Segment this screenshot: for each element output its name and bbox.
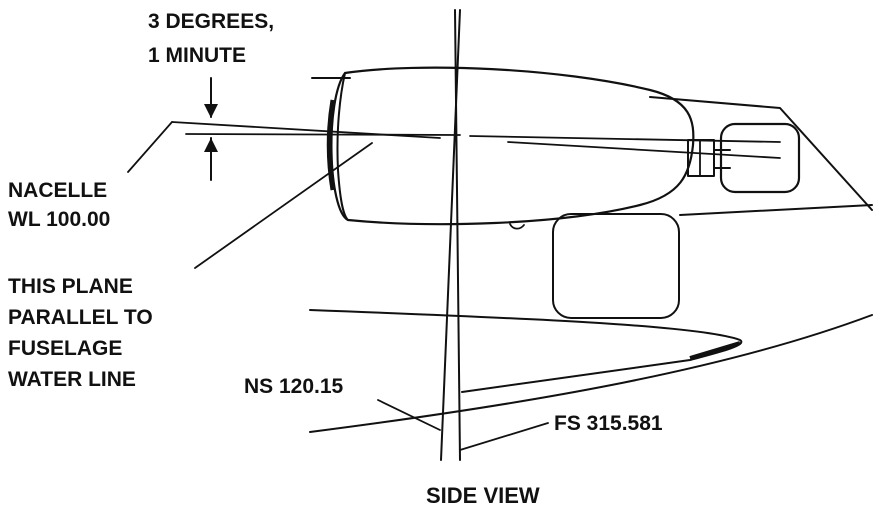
labels: 3 DEGREES, 1 MINUTE NACELLE WL 100.00 TH…: [8, 10, 663, 508]
wing-fairing-curve: [309, 309, 743, 393]
exhaust-assembly: [687, 122, 801, 194]
plane-label-line1: THIS PLANE: [8, 275, 133, 298]
fs-station-line-b: [454, 9, 461, 461]
wing-bottom-line: [309, 314, 873, 433]
arrow-up-icon: [204, 138, 218, 152]
wing-lower-edge-line: [679, 204, 873, 216]
nacelle-centerline: [171, 121, 781, 159]
fairing-tip-thick: [689, 341, 741, 360]
nacelle-outline: [330, 66, 695, 226]
ns-station-label: NS 120.15: [244, 375, 344, 398]
view-title: SIDE VIEW: [426, 483, 540, 508]
angle-label-line2: 1 MINUTE: [148, 44, 246, 67]
intake-lip: [336, 72, 349, 221]
water-line-right: [469, 135, 781, 143]
plane-label-line2: PARALLEL TO: [8, 306, 153, 329]
leader-lines: [127, 121, 549, 451]
plane-label-line3: FUSELAGE: [8, 337, 122, 360]
plane-leader: [194, 142, 373, 269]
water-line-reference: [185, 133, 461, 136]
pylon-box: [552, 213, 680, 319]
angle-dimension: [204, 77, 218, 181]
drain-bump: [509, 223, 525, 230]
nacelle-label-line2: WL 100.00: [8, 208, 110, 231]
ns-leader: [377, 399, 441, 431]
angle-label-line1: 3 DEGREES,: [148, 10, 274, 33]
plane-label-line4: WATER LINE: [8, 368, 136, 391]
centerline-right-segment: [507, 141, 781, 159]
fs-leader: [459, 422, 549, 451]
nacelle-body: [326, 66, 695, 230]
arrow-down-icon: [204, 104, 218, 118]
wing-structure: [309, 77, 873, 433]
tail-cone-box: [719, 122, 801, 194]
wing-upper-edge-line: [649, 96, 873, 211]
nacelle-leader: [127, 121, 173, 173]
intake-front-thick: [326, 99, 336, 191]
fs-station-label: FS 315.581: [554, 412, 663, 435]
station-lines: [440, 9, 461, 461]
nacelle-label-line1: NACELLE: [8, 179, 107, 202]
